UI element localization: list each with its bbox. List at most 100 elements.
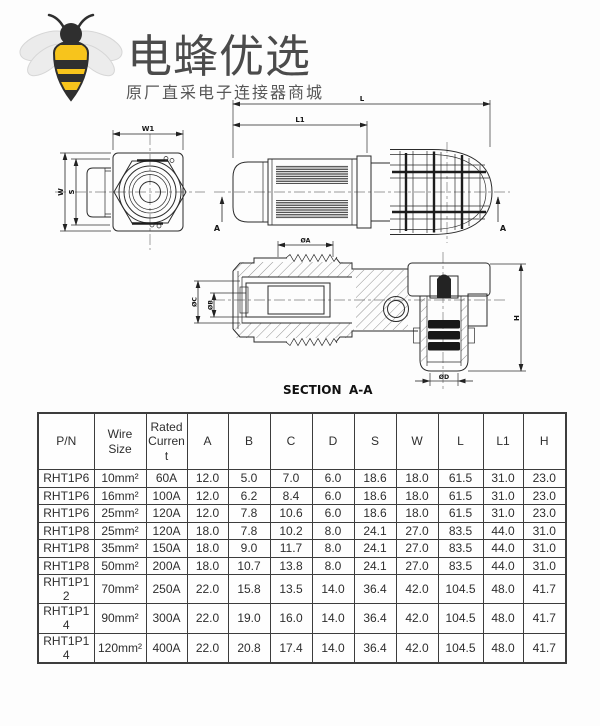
column-header: H	[522, 412, 567, 470]
cell: 41.7	[522, 632, 567, 664]
cell: 18.0	[395, 469, 439, 488]
cell: 48.0	[482, 603, 524, 634]
cell: 83.5	[437, 556, 484, 575]
cell: 200A	[145, 556, 188, 575]
cell: 41.7	[522, 573, 567, 605]
cell: 8.0	[311, 539, 355, 558]
brand-tagline: 原厂直采电子连接器商城	[126, 85, 325, 102]
dim-label-dia-d: ØD	[439, 373, 449, 381]
cell: 44.0	[482, 556, 524, 575]
cell: 31.0	[522, 539, 567, 558]
cell: 70mm²	[93, 573, 147, 605]
cell: 17.4	[269, 632, 313, 664]
dim-label-w: W	[57, 188, 65, 196]
cell: 27.0	[395, 539, 439, 558]
column-header: L1	[482, 412, 524, 470]
cell: 8.0	[311, 521, 355, 540]
cell: 7.8	[227, 504, 271, 523]
front-view: W1 W S	[55, 125, 205, 250]
column-header: B	[227, 412, 271, 470]
bee-logo-icon	[19, 13, 123, 102]
cell: 42.0	[395, 603, 439, 634]
cell: 18.6	[353, 486, 397, 505]
dim-label-dia-a: ØA	[301, 237, 311, 245]
cell: 25mm²	[93, 504, 147, 523]
cell: 10.6	[269, 504, 313, 523]
cell: RHT1P14	[37, 603, 95, 634]
cell: 104.5	[437, 632, 484, 664]
cell: 31.0	[482, 504, 524, 523]
cell: 6.0	[311, 486, 355, 505]
section-title-ref: A-A	[349, 383, 373, 397]
cell: RHT1P8	[37, 556, 95, 575]
cell: 6.0	[311, 504, 355, 523]
cell: 104.5	[437, 603, 484, 634]
column-header: Wire Size	[93, 412, 147, 470]
cell: 25mm²	[93, 521, 147, 540]
cell: 250A	[145, 573, 188, 605]
cell: 14.0	[311, 603, 355, 634]
column-header: S	[353, 412, 397, 470]
cell: 31.0	[482, 469, 524, 488]
cell: 8.0	[311, 556, 355, 575]
cell: 35mm²	[93, 539, 147, 558]
cell: 50mm²	[93, 556, 147, 575]
cell: 14.0	[311, 632, 355, 664]
cell: 10mm²	[93, 469, 147, 488]
column-header: D	[311, 412, 355, 470]
column-header: Rated Current	[145, 412, 188, 470]
cell: 27.0	[395, 521, 439, 540]
cell: 12.0	[186, 469, 229, 488]
cell: 8.4	[269, 486, 313, 505]
cell: 150A	[145, 539, 188, 558]
dim-label-dia-c: ØC	[191, 297, 199, 307]
brand-name: 电蜂优选	[127, 31, 312, 82]
cell: 36.4	[353, 603, 397, 634]
cell: 10.7	[227, 556, 271, 575]
cell: 10.2	[269, 521, 313, 540]
cell: 61.5	[437, 486, 484, 505]
cell: 90mm²	[93, 603, 147, 634]
cell: 24.1	[353, 521, 397, 540]
cell: 12.0	[186, 486, 229, 505]
cell: 15.8	[227, 573, 271, 605]
section-arrow-label-left: A	[214, 224, 221, 233]
cell: 42.0	[395, 573, 439, 605]
cell: RHT1P6	[37, 504, 95, 523]
section-title: SECTION	[283, 383, 342, 397]
cell: 104.5	[437, 573, 484, 605]
cell: 6.2	[227, 486, 271, 505]
cell: 14.0	[311, 573, 355, 605]
cell: 60A	[145, 469, 188, 488]
cell: 100A	[145, 486, 188, 505]
dim-label-s: S	[68, 189, 76, 194]
cell: 31.0	[522, 521, 567, 540]
column-header: L	[437, 412, 484, 470]
cell: 22.0	[186, 632, 229, 664]
cell: 7.0	[269, 469, 313, 488]
cell: 11.7	[269, 539, 313, 558]
bee-body	[47, 13, 95, 102]
column-header: W	[395, 412, 439, 470]
cell: RHT1P6	[37, 486, 95, 505]
cell: RHT1P8	[37, 521, 95, 540]
cell: 44.0	[482, 521, 524, 540]
cell: 18.0	[395, 504, 439, 523]
column-header: P/N	[37, 412, 95, 470]
cell: 120mm²	[93, 632, 147, 664]
cell: 13.8	[269, 556, 313, 575]
section-arrow-label-right: A	[500, 224, 507, 233]
cell: 19.0	[227, 603, 271, 634]
cell: 24.1	[353, 556, 397, 575]
cell: 36.4	[353, 632, 397, 664]
